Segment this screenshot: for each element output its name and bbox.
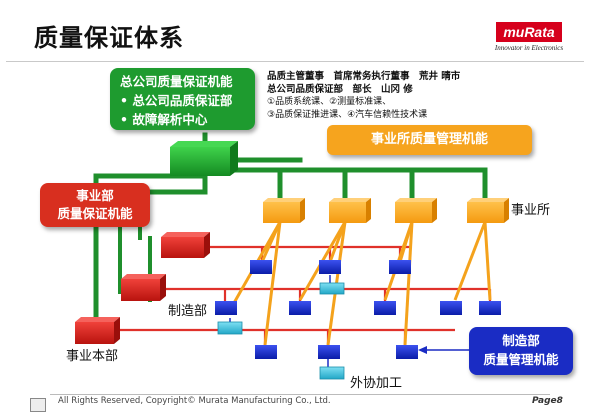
office-label: 事业所 bbox=[511, 203, 551, 218]
footer-divider bbox=[50, 394, 550, 395]
red-cube-1 bbox=[161, 232, 210, 258]
division-quality-box: 事业部 质量保证机能 bbox=[40, 183, 150, 227]
hq-quality-title: 总公司质量保证机能 bbox=[120, 74, 233, 89]
info-line-3: ①品质系统课、②测量标准课、 bbox=[267, 97, 392, 107]
green-network bbox=[93, 132, 488, 329]
hq-quality-item-2: • 故障解析中心 bbox=[120, 112, 208, 127]
logo-tagline: Innovator in Electronics bbox=[494, 44, 564, 52]
orange-cube-2 bbox=[329, 198, 371, 223]
orange-network bbox=[228, 221, 492, 346]
red-cube-3 bbox=[75, 317, 120, 344]
division-quality-line-2: 质量保证机能 bbox=[57, 206, 133, 221]
footer-document-icon bbox=[30, 398, 46, 412]
factory-arrow bbox=[418, 346, 470, 354]
division-hq-label: 事业本部 bbox=[66, 349, 119, 364]
info-line-1: 品质主管董事 首席常务执行董事 荒井 晴市 bbox=[267, 71, 461, 82]
red-cube-2 bbox=[121, 274, 166, 301]
factory-quality-box: 制造部 质量管理机能 bbox=[469, 327, 573, 375]
division-quality-line-1: 事业部 bbox=[76, 188, 114, 203]
orange-cube-1 bbox=[263, 198, 305, 223]
hq-quality-box: 总公司质量保证机能 • 总公司品质保证部 • 故障解析中心 bbox=[110, 68, 255, 130]
murata-logo: muRata Innovator in Electronics bbox=[486, 22, 572, 56]
cyan-cubes bbox=[217, 282, 345, 380]
manufacturing-label: 制造部 bbox=[168, 304, 208, 319]
office-quality-box: 事业所质量管理机能 bbox=[327, 125, 532, 155]
quality-officers-info: 品质主管董事 首席常务执行董事 荒井 晴市 总公司品质保证部 部长 山冈 修 ①… bbox=[267, 70, 460, 122]
subcontract-label: 外协加工 bbox=[350, 376, 403, 391]
page-number: Page8 bbox=[532, 396, 563, 406]
title-divider bbox=[6, 61, 584, 62]
hq-quality-item-1: • 总公司品质保证部 bbox=[120, 93, 233, 108]
factory-quality-line-1: 制造部 bbox=[502, 333, 540, 348]
info-line-4: ③品质保证推进课、④汽车信赖性技术课 bbox=[267, 110, 428, 120]
page-title: 质量保证体系 bbox=[34, 23, 184, 52]
blue-cubes bbox=[215, 260, 501, 359]
footer-copyright: All Rights Reserved, Copyright© Murata M… bbox=[58, 396, 331, 406]
orange-cube-3 bbox=[395, 198, 437, 223]
orange-cube-4 bbox=[467, 198, 509, 223]
factory-quality-line-2: 质量管理机能 bbox=[483, 352, 559, 367]
info-line-2: 总公司品质保证部 部长 山冈 修 bbox=[267, 84, 413, 95]
hq-cube bbox=[170, 141, 238, 176]
logo-brand: muRata bbox=[496, 22, 562, 42]
